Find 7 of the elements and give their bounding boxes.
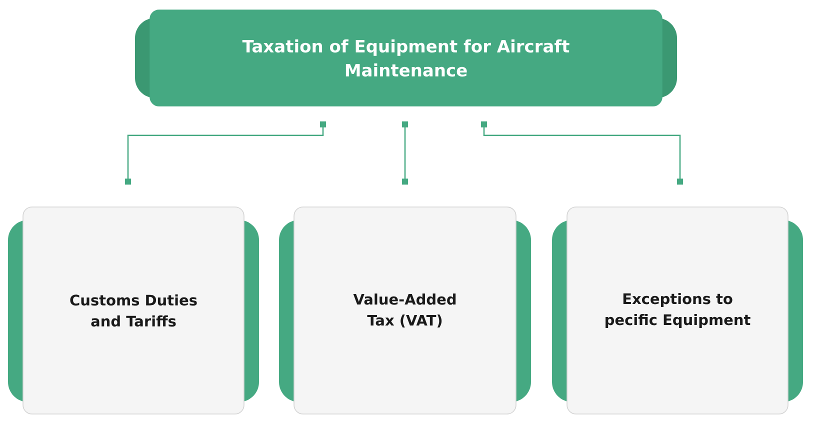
- topic-card: Value-Added Tax (VAT): [279, 206, 531, 414]
- connector: [402, 121, 408, 185]
- topic-card: Customs Duties and Tariffs: [8, 206, 259, 414]
- connector: [481, 121, 683, 185]
- header-box: Taxation of Equipment for Aircraft Maintenance: [135, 10, 677, 106]
- topic-card: Exceptions to pecific Equipment: [552, 206, 804, 414]
- connector: [125, 121, 326, 185]
